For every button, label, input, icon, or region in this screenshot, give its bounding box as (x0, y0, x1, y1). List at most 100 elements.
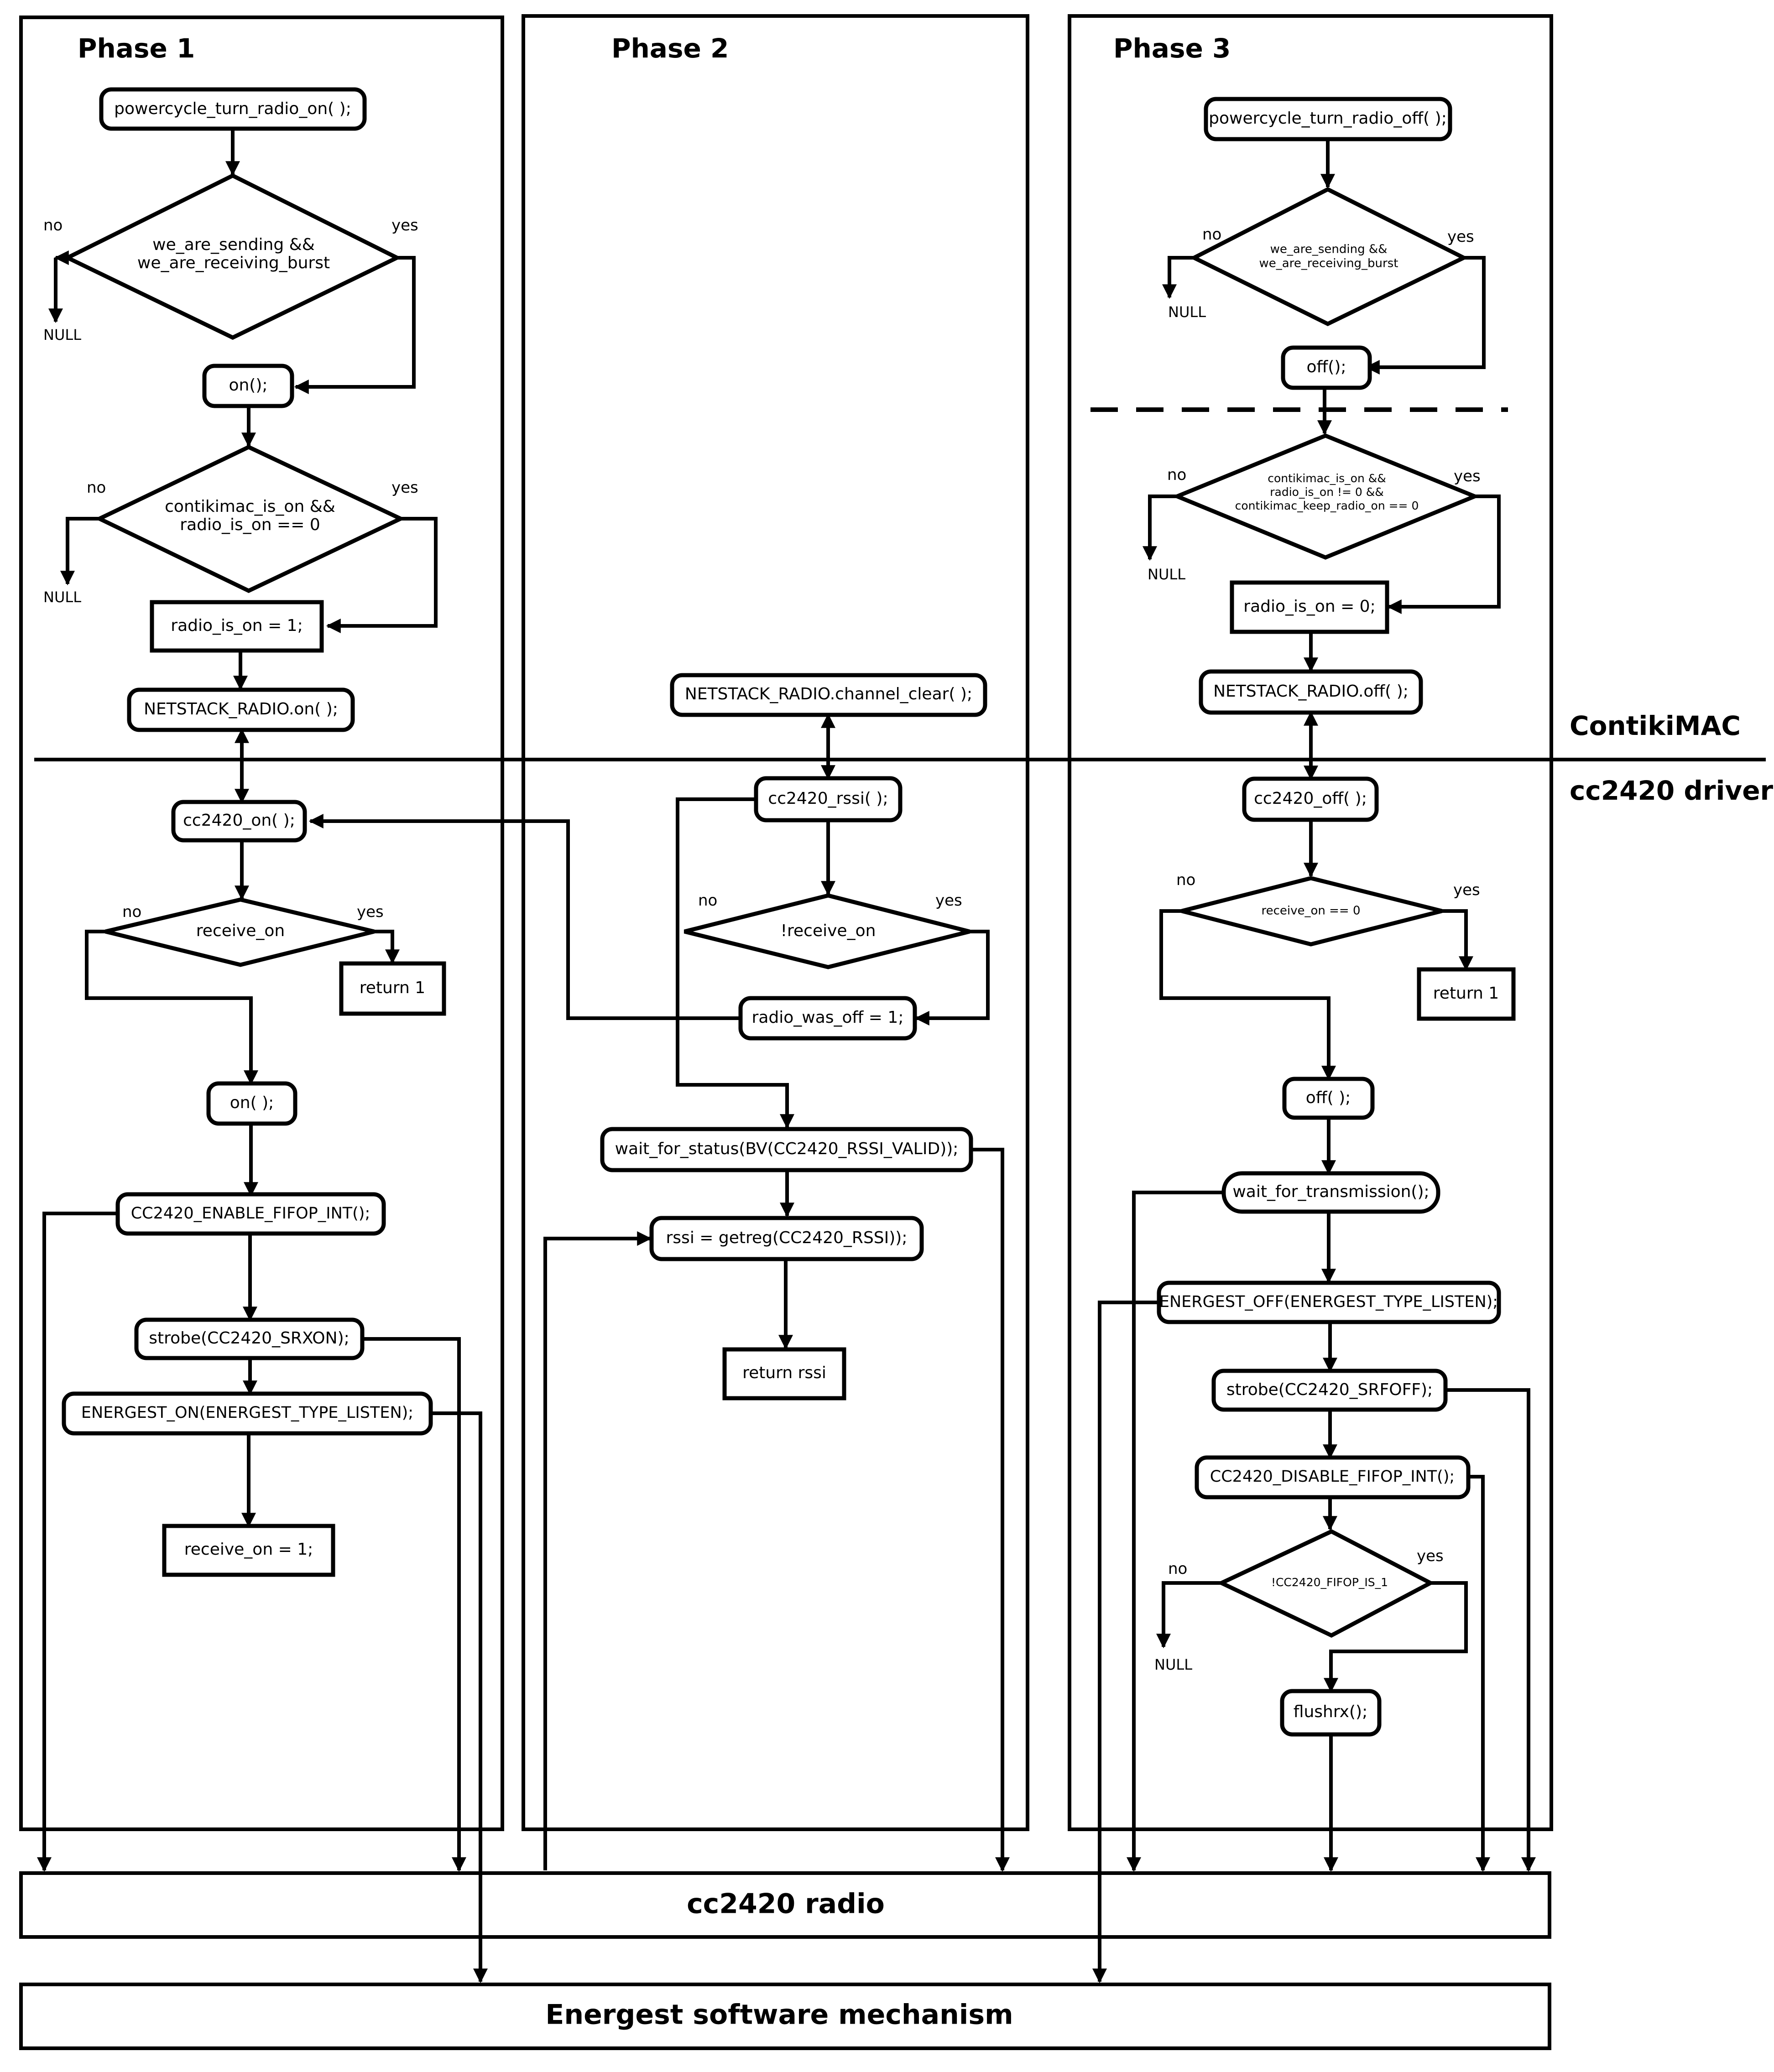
branch-label: NULL (43, 326, 81, 344)
edge (676, 797, 794, 1129)
edge (1159, 909, 1336, 1081)
node-label: strobe(CC2420_SRXON); (149, 1329, 350, 1348)
edge (85, 930, 258, 1085)
energest-box (19, 1983, 1551, 2050)
p2-cc2420-rssi-node: cc2420_rssi( ); (754, 776, 903, 823)
p1-turn-radio-on-node: powercycle_turn_radio_on( ); (99, 87, 367, 131)
branch-label: no (698, 891, 717, 910)
node-label: cc2420_off( ); (1254, 789, 1367, 808)
node-label: strobe(CC2420_SRFOFF); (1226, 1380, 1433, 1399)
cc2420-driver-layer-label: cc2420 driver (1570, 775, 1774, 806)
node-label: ENERGEST_OFF(ENERGEST_TYPE_LISTEN); (1159, 1293, 1498, 1311)
edge (326, 517, 438, 633)
edge (1162, 256, 1194, 299)
branch-label: yes (1447, 228, 1474, 246)
p2-wait-for-status-node: wait_for_status(BV(CC2420_RSSI_VALID)); (600, 1127, 973, 1172)
branch-label: NULL (1154, 1656, 1192, 1673)
p3-cc2420-off-node: cc2420_off( ); (1242, 776, 1379, 822)
branch-label: yes (1417, 1547, 1444, 1565)
node-label: radio_is_on = 1; (171, 616, 303, 635)
branch-label: no (1176, 871, 1195, 889)
edge (294, 256, 416, 394)
edge (971, 1148, 1010, 1872)
branch-label: yes (357, 903, 384, 921)
branch-label: no (43, 216, 63, 234)
node-label: contikimac_is_on && (1268, 472, 1386, 485)
node-label: powercycle_turn_radio_off( ); (1209, 109, 1447, 128)
node-label: off( ); (1306, 1088, 1351, 1107)
node-label: receive_on = 1; (184, 1540, 313, 1559)
branch-label: yes (1453, 881, 1480, 899)
p3-wait-for-transmission-node: wait_for_transmission(); (1221, 1171, 1440, 1214)
p3-sending-receiving-decision: we_are_sending && we_are_receiving_burst (1189, 187, 1469, 327)
edge (543, 1237, 652, 1870)
p1-receive-on-decision: receive_on (104, 897, 375, 967)
node-label: rssi = getreg(CC2420_RSSI)); (666, 1229, 908, 1247)
node-label: return rssi (742, 1364, 826, 1382)
edge (431, 1411, 488, 1983)
p3-off-node: off(); (1281, 345, 1372, 390)
node-label: CC2420_DISABLE_FIFOP_INT(); (1210, 1468, 1455, 1486)
node-label: receive_on == 0 (1261, 904, 1360, 918)
energest-label: Energest software mechanism (545, 1999, 1013, 2031)
p1-enable-fifop-node: CC2420_ENABLE_FIFOP_INT(); (115, 1192, 386, 1236)
p3-turn-radio-off-node: powercycle_turn_radio_off( ); (1204, 97, 1452, 141)
branch-label: no (87, 479, 106, 497)
p1-contikimac-decision: contikimac_is_on && radio_is_on == 0 (94, 445, 406, 593)
node-label: !CC2420_FIFOP_IS_1 (1271, 1576, 1388, 1589)
p3-energest-off-node: ENERGEST_OFF(ENERGEST_TYPE_LISTEN); (1157, 1281, 1501, 1324)
phase-3-panel (1068, 14, 1553, 1831)
node-label: off(); (1306, 358, 1346, 376)
p2-return-rssi-node: return rssi (722, 1347, 846, 1400)
connectors (37, 129, 1536, 1983)
p3-fifop-decision: !CC2420_FIFOP_IS_1 (1216, 1529, 1435, 1638)
node-label: cc2420_rssi( ); (768, 789, 888, 808)
branch-labels: no yes NULL no yes NULL no yes no yes no… (43, 216, 1481, 1673)
p3-flushrx-node: flushrx(); (1280, 1689, 1382, 1737)
edge (1445, 1388, 1536, 1872)
branch-label: yes (1454, 467, 1481, 485)
node-label: on(); (229, 376, 267, 395)
edge (362, 1337, 466, 1872)
p1-set-radio-on-node: radio_is_on = 1; (150, 600, 324, 653)
node-label: NETSTACK_RADIO.channel_clear( ); (685, 685, 972, 703)
phase-2-panel (522, 14, 1029, 1831)
node-label: ENERGEST_ON(ENERGEST_TYPE_LISTEN); (81, 1404, 413, 1422)
node-label: contikimac_is_on && (165, 497, 335, 516)
node-label: we_are_receiving_burst (137, 254, 330, 272)
node-label: radio_is_on = 0; (1243, 597, 1375, 616)
node-label: radio_is_on == 0 (180, 515, 320, 534)
p3-return-1-node: return 1 (1417, 967, 1516, 1021)
node-label: CC2420_ENABLE_FIFOP_INT(); (131, 1204, 370, 1223)
edge (1127, 1191, 1224, 1872)
p3-off-call-node: off( ); (1282, 1077, 1375, 1120)
branch-label: yes (935, 891, 962, 910)
branch-label: no (1167, 466, 1186, 484)
cc2420-radio-label: cc2420 radio (687, 1888, 885, 1920)
p1-sending-receiving-decision: we_are_sending && we_are_receiving_burst (63, 173, 402, 340)
phase-1-panel (19, 16, 504, 1831)
p3-set-radio-off-node: radio_is_on = 0; (1230, 580, 1389, 634)
phase-1-title: Phase 1 (78, 33, 195, 64)
p2-receive-on-decision: !receive_on (684, 893, 970, 969)
edge (1324, 1581, 1468, 1693)
node-label: contikimac_keep_radio_on == 0 (1235, 499, 1419, 512)
node-label: wait_for_status(BV(CC2420_RSSI_VALID)); (615, 1140, 959, 1158)
p1-cc2420-on-node: cc2420_on( ); (171, 800, 307, 843)
edge (1365, 256, 1486, 375)
branch-label: yes (391, 479, 418, 497)
p1-set-receive-on-node: receive_on = 1; (162, 1524, 335, 1577)
node-label: NETSTACK_RADIO.on( ); (144, 700, 338, 718)
edge (1387, 495, 1501, 614)
edge (914, 930, 990, 1026)
p2-getreg-node: rssi = getreg(CC2420_RSSI)); (649, 1216, 924, 1261)
branch-label: NULL (43, 588, 81, 606)
edge (1156, 1581, 1221, 1649)
phase-2-title: Phase 2 (611, 33, 729, 64)
edge (1468, 1475, 1490, 1872)
node-label: we_are_sending && (152, 235, 315, 254)
node-label: !receive_on (781, 921, 876, 940)
p1-on-node: on(); (202, 364, 294, 408)
edge (1092, 1301, 1159, 1983)
node-label: powercycle_turn_radio_on( ); (114, 99, 351, 118)
